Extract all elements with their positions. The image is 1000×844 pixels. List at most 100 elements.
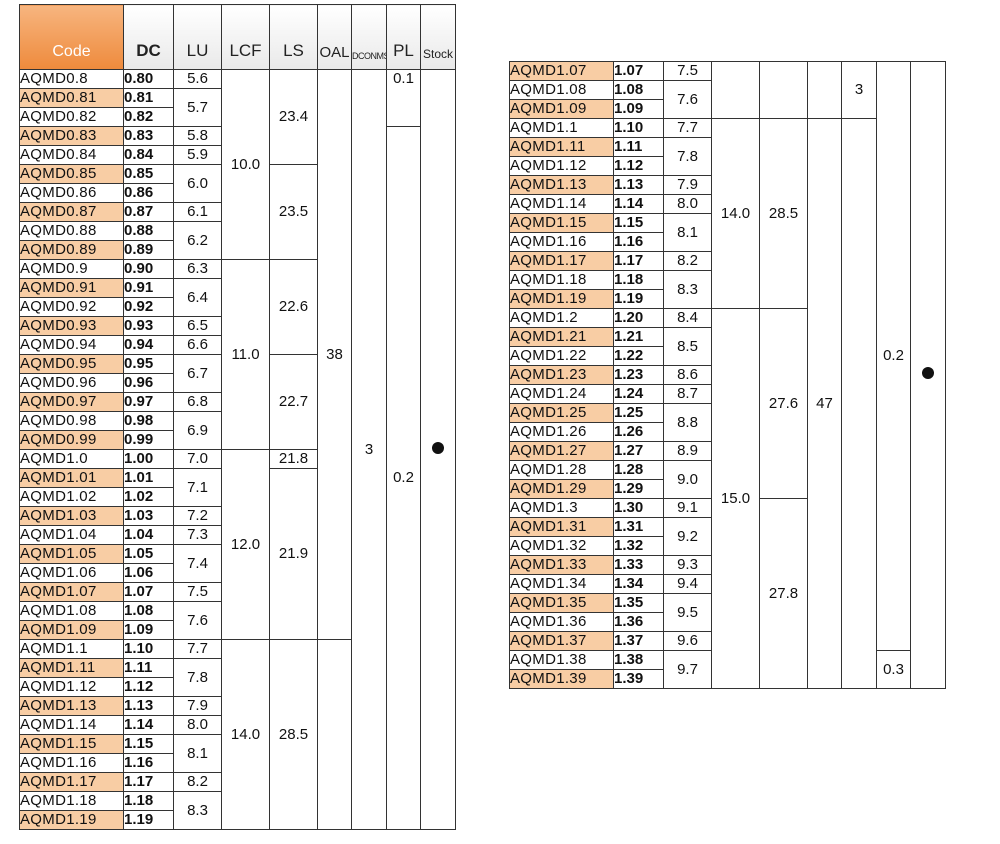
stock-dot-icon [922, 367, 934, 379]
length-under-neck: 5.7 [173, 88, 222, 127]
length-under-neck: 7.6 [173, 601, 222, 640]
flute-length: 14.0 [711, 118, 760, 309]
product-code: AQMD1.14 [509, 194, 614, 214]
length-under-neck: 6.9 [173, 411, 222, 450]
product-code: AQMD1.07 [509, 61, 614, 81]
length-under-neck: 7.2 [173, 506, 222, 526]
cutting-diameter: 1.01 [123, 468, 174, 488]
product-code: AQMD0.83 [19, 126, 124, 146]
cutting-diameter: 1.05 [123, 544, 174, 564]
product-code: AQMD1.23 [509, 365, 614, 385]
product-code: AQMD0.97 [19, 392, 124, 412]
length-under-neck: 6.4 [173, 278, 222, 317]
product-code: AQMD1.03 [19, 506, 124, 526]
point-length: 0.2 [876, 61, 911, 651]
stock-cell [420, 69, 456, 830]
length-under-neck: 9.4 [663, 574, 712, 594]
length-under-neck: 8.1 [173, 734, 222, 773]
product-code: AQMD1.12 [509, 156, 614, 176]
product-code: AQMD1.06 [19, 563, 124, 583]
overall-length [807, 61, 842, 119]
length-under-neck: 8.3 [663, 270, 712, 309]
cutting-diameter: 1.11 [123, 658, 174, 678]
cutting-diameter: 1.15 [613, 213, 664, 233]
product-code: AQMD0.88 [19, 221, 124, 241]
cutting-diameter: 1.30 [613, 498, 664, 518]
length-under-neck: 9.7 [663, 650, 712, 689]
cutting-diameter: 1.09 [613, 99, 664, 119]
length-under-neck: 8.0 [663, 194, 712, 214]
header-dconms: DCONMS [351, 4, 387, 70]
product-code: AQMD1.22 [509, 346, 614, 366]
product-code: AQMD1.35 [509, 593, 614, 613]
cutting-diameter: 0.94 [123, 335, 174, 355]
length-under-neck: 8.9 [663, 441, 712, 461]
length-under-neck: 7.5 [173, 582, 222, 602]
product-code: AQMD0.99 [19, 430, 124, 450]
header-stock: Stock [420, 4, 456, 70]
product-code: AQMD1.27 [509, 441, 614, 461]
cutting-diameter: 1.27 [613, 441, 664, 461]
cutting-diameter: 1.16 [123, 753, 174, 773]
product-code: AQMD1.18 [19, 791, 124, 811]
length-under-neck: 6.5 [173, 316, 222, 336]
length-under-neck: 8.6 [663, 365, 712, 385]
shank-length: 21.9 [269, 468, 318, 640]
length-under-neck: 7.3 [173, 525, 222, 545]
product-code: AQMD1.33 [509, 555, 614, 575]
length-under-neck: 6.8 [173, 392, 222, 412]
length-under-neck: 8.2 [173, 772, 222, 792]
product-code: AQMD1.17 [19, 772, 124, 792]
cutting-diameter: 1.33 [613, 555, 664, 575]
header-dc: DC [123, 4, 174, 70]
cutting-diameter: 1.12 [123, 677, 174, 697]
shank-length: 28.5 [269, 639, 318, 830]
product-code: AQMD1.08 [509, 80, 614, 100]
cutting-diameter: 1.19 [123, 810, 174, 830]
cutting-diameter: 0.99 [123, 430, 174, 450]
product-code: AQMD1.2 [509, 308, 614, 328]
product-code: AQMD0.96 [19, 373, 124, 393]
cutting-diameter: 1.35 [613, 593, 664, 613]
cutting-diameter: 1.00 [123, 449, 174, 469]
length-under-neck: 6.1 [173, 202, 222, 222]
product-code: AQMD0.84 [19, 145, 124, 165]
product-code: AQMD0.81 [19, 88, 124, 108]
shank-length: 22.6 [269, 259, 318, 355]
cutting-diameter: 1.13 [123, 696, 174, 716]
product-code: AQMD0.85 [19, 164, 124, 184]
stock-dot-icon [432, 441, 444, 454]
cutting-diameter: 1.25 [613, 403, 664, 423]
product-code: AQMD1.04 [19, 525, 124, 545]
cutting-diameter: 1.23 [613, 365, 664, 385]
product-code: AQMD1.31 [509, 517, 614, 537]
cutting-diameter: 1.07 [613, 61, 664, 81]
product-code: AQMD1.39 [509, 669, 614, 689]
cutting-diameter: 0.92 [123, 297, 174, 317]
cutting-diameter: 1.08 [613, 80, 664, 100]
cutting-diameter: 1.18 [613, 270, 664, 290]
product-code: AQMD1.12 [19, 677, 124, 697]
cutting-diameter: 1.09 [123, 620, 174, 640]
